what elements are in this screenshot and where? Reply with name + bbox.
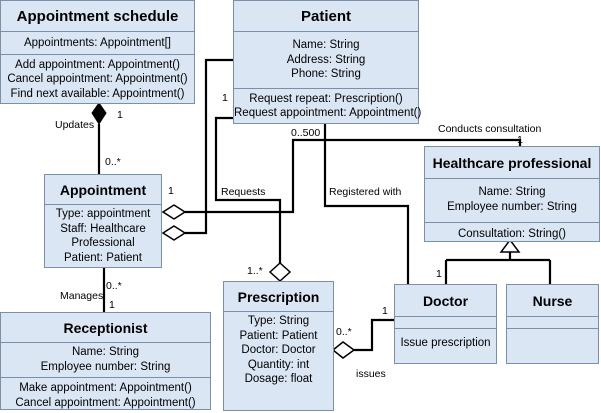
composition-diamond (91, 102, 107, 125)
attribute: Phone: String (291, 68, 361, 80)
operation: Request repeat: Prescription() (249, 92, 403, 105)
attribute: Dosage: float (244, 373, 313, 385)
operation: Add appointment: Appointment() (15, 58, 180, 71)
attributes-section: Name: String Address: String Phone: Stri… (234, 32, 418, 89)
class-title: Patient (234, 1, 418, 32)
requests-line (214, 116, 282, 263)
conducts-consultation-line (185, 138, 522, 214)
label-updates: Updates (55, 119, 95, 131)
aggregation-diamond-staff (161, 225, 187, 241)
aggregation-diamond-requests (268, 261, 292, 283)
attributes-section: Name: String Employee number: String (1, 343, 210, 378)
operation: Make appointment: Appointment() (19, 382, 192, 394)
attributes-section: Type: appointment Staff: Healthcare Prof… (45, 205, 161, 267)
class-healthcare-professional: Healthcare professional Name: String Emp… (424, 146, 600, 242)
attribute: Type: String (247, 315, 310, 327)
aggregation-diamond-conducts (161, 204, 187, 220)
operations-section: Request repeat: Prescription() Request a… (234, 89, 422, 124)
mult-issues-prescription: 0..* (336, 326, 352, 338)
attribute: Patient: Patient (239, 329, 318, 342)
mult-manages-top: 0..* (106, 280, 122, 292)
attributes-section (507, 317, 598, 329)
attribute: Quantity: int (247, 358, 310, 371)
mult-issues-doctor: 1 (382, 305, 388, 317)
mult-doctor-generalization: 1 (436, 268, 442, 280)
operations-section: Make appointment: Appointment() Cancel a… (1, 378, 210, 413)
attribute: Appointments: Appointment[] (23, 37, 172, 49)
attribute: Name: String (478, 186, 546, 198)
attribute: Type: appointment (55, 208, 151, 220)
class-title: Appointment (45, 175, 161, 205)
issues-line (354, 318, 394, 352)
attribute: Employee number: String (447, 200, 577, 213)
attributes-section: Name: String Employee number: String (425, 179, 599, 223)
registered-with-line (323, 124, 410, 284)
class-title: Nurse (507, 285, 598, 317)
label-manages: Manages (60, 290, 104, 302)
patient-appointment-line (185, 58, 234, 235)
mult-updates-top: 1 (117, 109, 123, 121)
operations-section: Consultation: String() (425, 223, 599, 246)
operation: Cancel appointment: Appointment() (7, 73, 188, 85)
attributes-section: Type: String Patient: Patient Doctor: Do… (224, 312, 333, 389)
attribute: Doctor: Doctor (241, 344, 316, 356)
class-doctor: Doctor Issue prescription (394, 284, 497, 364)
attributes-section: Appointments: Appointment[] (1, 32, 194, 55)
mult-requests: 1..* (247, 265, 263, 277)
attribute: Address: String (286, 53, 366, 66)
class-receptionist: Receptionist Name: String Employee numbe… (0, 312, 211, 410)
mult-conducts-patient: 0..500 (291, 127, 321, 139)
mult-manages-bottom: 1 (109, 299, 115, 311)
label-registered-with: Registered with (329, 186, 402, 198)
attribute: Employee number: String (40, 360, 171, 373)
aggregation-diamond-issues (331, 341, 356, 359)
attribute: Professional (71, 237, 135, 249)
mult-appointment-left: 1 (168, 185, 174, 197)
attribute: Patient: Patient (64, 251, 142, 264)
class-patient: Patient Name: String Address: String Pho… (233, 0, 422, 124)
attribute: Name: String (71, 346, 140, 358)
mult-conducts-hp: 1 (517, 134, 523, 146)
label-conducts-consultation: Conducts consultation (438, 123, 542, 135)
operation: Issue prescription (400, 337, 491, 349)
operation: Cancel appointment: Appointment() (15, 396, 196, 409)
attributes-section (395, 317, 496, 329)
attribute: Staff: Healthcare (60, 222, 146, 235)
class-prescription: Prescription Type: String Patient: Patie… (223, 281, 334, 411)
operation: Request appointment: Appointment() (234, 107, 422, 119)
class-title: Healthcare professional (425, 147, 599, 179)
class-title: Appointment schedule (1, 1, 194, 32)
label-issues: issues (356, 368, 386, 380)
operations-section: Issue prescription (395, 329, 496, 358)
class-title: Doctor (395, 285, 496, 317)
class-title: Receptionist (1, 313, 210, 343)
mult-patient-appointment: 1 (222, 92, 228, 104)
class-title: Prescription (224, 282, 333, 312)
class-appointment-schedule: Appointment schedule Appointments: Appoi… (0, 0, 195, 104)
mult-updates-bottom: 0..* (105, 156, 121, 168)
class-appointment: Appointment Type: appointment Staff: Hea… (44, 174, 162, 268)
label-requests: Requests (221, 186, 266, 198)
class-nurse: Nurse (506, 284, 599, 364)
attribute: Name: String (292, 39, 360, 51)
operations-section (507, 329, 598, 363)
operation: Consultation: String() (457, 228, 567, 240)
generalization-triangle (499, 238, 521, 253)
operation: Find next available: Appointment() (10, 87, 185, 100)
operations-section: Add appointment: Appointment() Cancel ap… (1, 55, 194, 105)
